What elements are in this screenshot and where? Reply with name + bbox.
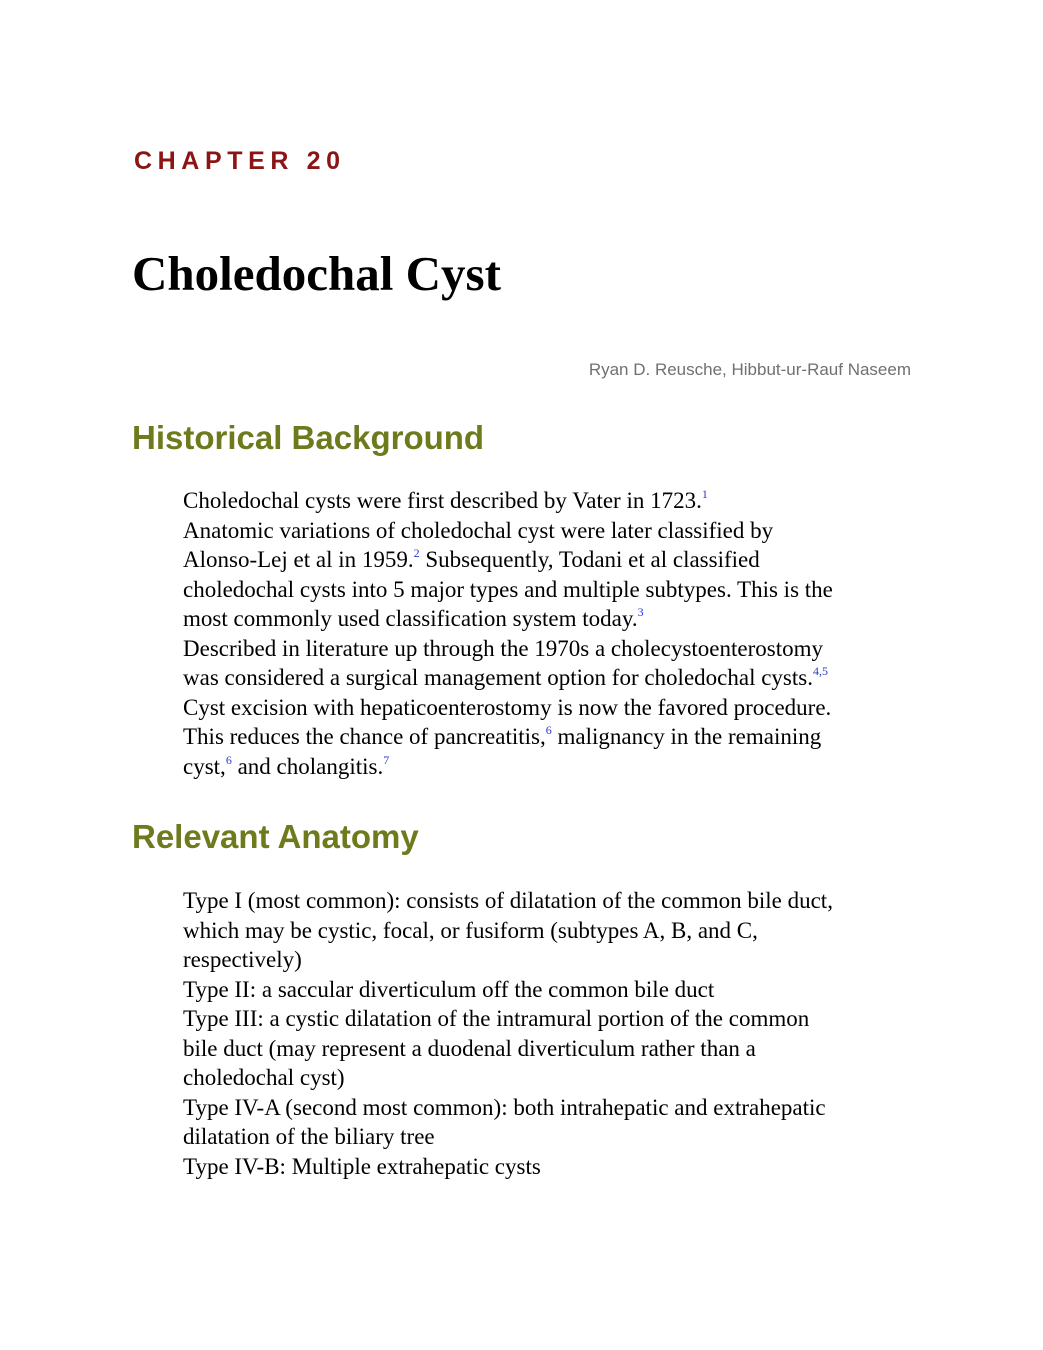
- text-line: choledochal cyst): [183, 1065, 345, 1090]
- reference-link[interactable]: 7: [383, 752, 390, 767]
- text-line: Choledochal cysts were first described b…: [183, 487, 708, 513]
- text-line: bile duct (may represent a duodenal dive…: [183, 1035, 756, 1061]
- historical-background-text: Choledochal cysts were first described b…: [183, 486, 923, 781]
- text-line: which may be cystic, focal, or fusiform …: [183, 917, 758, 943]
- chapter-label: CHAPTER 20: [134, 147, 346, 175]
- reference-link[interactable]: 6: [225, 752, 232, 767]
- text-line: Type I (most common): consists of dilata…: [183, 888, 833, 913]
- reference-link[interactable]: 4,5: [812, 664, 828, 678]
- page-title: Choledochal Cyst: [132, 246, 501, 301]
- reference-link[interactable]: 2: [413, 546, 420, 560]
- reference-link[interactable]: 6: [545, 723, 552, 737]
- reference-link[interactable]: 3: [637, 605, 644, 619]
- text-line: Alonso-Lej et al in 1959.2 Subsequently,…: [183, 546, 760, 572]
- text-line: Type IV-A (second most common): both int…: [183, 1094, 826, 1120]
- text-line: Type II: a saccular diverticulum off the…: [183, 976, 715, 1002]
- relevant-anatomy-text: Type I (most common): consists of dilata…: [183, 886, 923, 1181]
- text-line: cyst,6 and cholangitis.7: [183, 752, 390, 779]
- text-line: Type III: a cystic dilatation of the int…: [183, 1006, 810, 1031]
- section-heading-historical-background: Historical Background: [132, 419, 485, 456]
- text-line: Cyst excision with hepaticoenterostomy i…: [183, 694, 832, 720]
- text-line: Type IV-B: Multiple extrahepatic cysts: [183, 1153, 541, 1179]
- text-line: Described in literature up through the 1…: [183, 635, 823, 661]
- section-heading-relevant-anatomy: Relevant Anatomy: [132, 818, 419, 855]
- reference-link[interactable]: 1: [701, 487, 708, 501]
- text-line: was considered a surgical management opt…: [183, 664, 828, 690]
- text-line: Anatomic variations of choledochal cyst …: [183, 517, 774, 543]
- text-line: This reduces the chance of pancreatitis,…: [183, 723, 822, 749]
- text-line: dilatation of the biliary tree: [183, 1124, 435, 1149]
- text-line: choledochal cysts into 5 major types and…: [183, 576, 833, 602]
- text-line: respectively): [183, 947, 302, 972]
- authors-byline: Ryan D. Reusche, Hibbut-ur-Rauf Naseem: [588, 360, 911, 379]
- text-line: most commonly used classification system…: [183, 605, 644, 631]
